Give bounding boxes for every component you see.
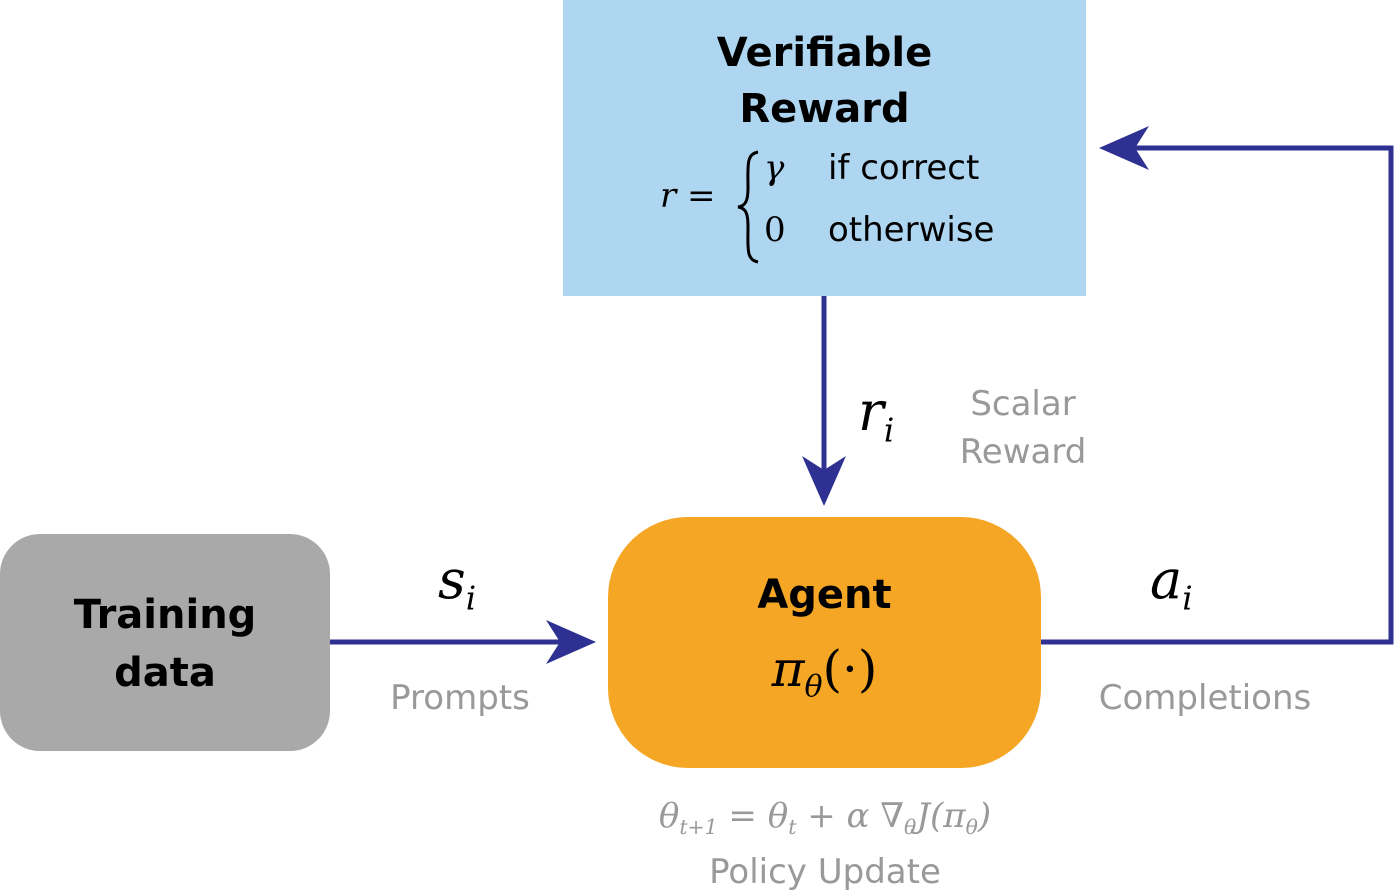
agent-policy-subscript: θ <box>804 669 823 705</box>
agent-to-reward-arrowhead <box>1099 126 1149 170</box>
agent-box <box>608 517 1041 768</box>
reward-symbol-subscript: i <box>883 411 895 450</box>
prompt-symbol: si <box>438 548 476 617</box>
completion-symbol: ai <box>1150 548 1193 617</box>
reward-cases-brace <box>737 150 759 264</box>
reward-formula-lhs: r = <box>660 176 716 216</box>
reward-case1-condition: if correct <box>828 148 980 188</box>
prompt-symbol-base: s <box>438 548 466 611</box>
reward-symbol: ri <box>858 380 894 449</box>
reward-case2-value: 0 <box>764 210 786 250</box>
completion-symbol-base: a <box>1150 548 1183 611</box>
policy-update-formula: θt+1 = θt + α ∇θJ(πθ) <box>658 796 992 840</box>
reward-title-line2: Reward <box>739 86 910 132</box>
reward-case1-value: γ <box>764 148 785 188</box>
policy-update-label: Policy Update <box>709 852 941 892</box>
completions-label: Completions <box>1098 678 1312 718</box>
agent-to-reward-arrow-line <box>1041 145 1394 645</box>
training-data-line2: data <box>114 650 216 696</box>
training-data-box <box>0 534 330 751</box>
prompt-symbol-subscript: i <box>465 579 477 618</box>
agent-policy-symbol: π <box>771 640 805 698</box>
reward-title-line1: Verifiable <box>716 30 933 76</box>
training-data-line1: Training <box>73 592 257 638</box>
agent-policy-arg: (·) <box>822 640 878 698</box>
prompts-label: Prompts <box>390 678 530 718</box>
scalar-reward-label-line2: Reward <box>959 432 1087 472</box>
reward-case2-condition: otherwise <box>828 210 995 250</box>
reward-to-agent-arrowhead <box>802 456 846 506</box>
completion-symbol-subscript: i <box>1182 579 1193 618</box>
agent-policy: πθ(·) <box>608 640 1041 705</box>
reward-symbol-base: r <box>858 380 884 443</box>
training-to-agent-arrowhead <box>546 620 596 664</box>
verifiable-reward-box <box>563 0 1086 296</box>
scalar-reward-label-line1: Scalar <box>970 384 1076 424</box>
agent-title: Agent <box>757 572 892 618</box>
